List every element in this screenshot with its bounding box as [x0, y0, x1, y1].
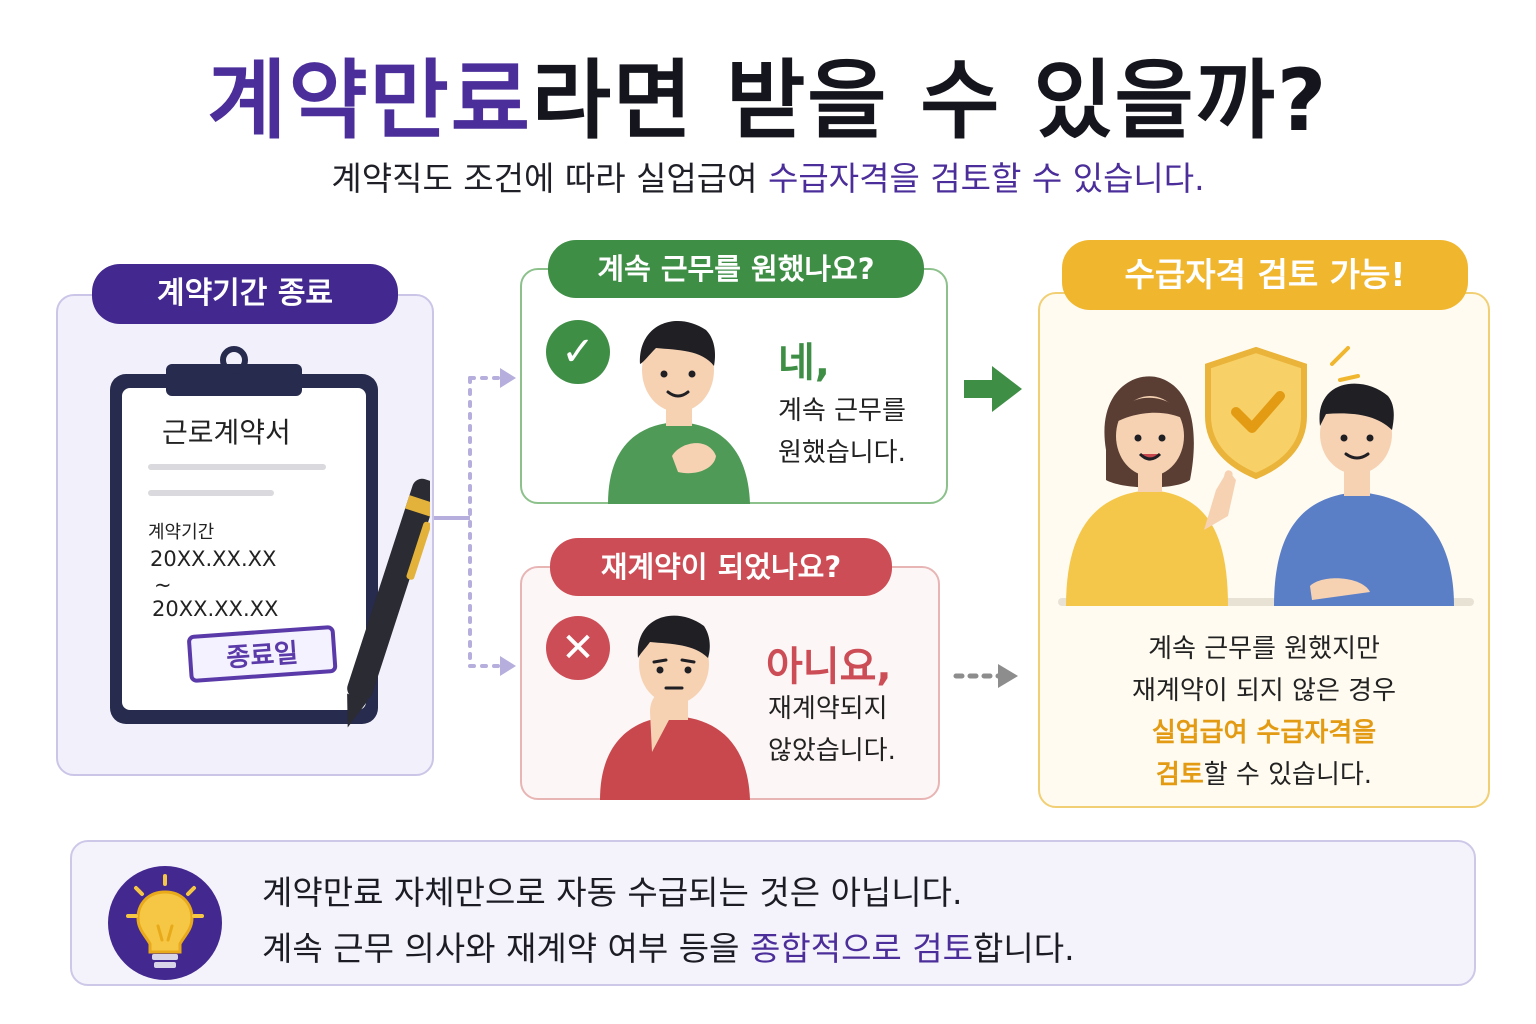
subtitle-highlight: 수급자격을 검토할 수 있습니다. — [768, 159, 1205, 198]
stamp-text: 종료일 — [225, 639, 299, 674]
consultation-illustration — [1058, 346, 1474, 606]
page-subtitle: 계약직도 조건에 따라 실업급여 수급자격을 검토할 수 있습니다. — [0, 152, 1536, 200]
eligibility-line4: 검토할 수 있습니다. — [1062, 754, 1466, 796]
note-line2-end: 합니다. — [973, 929, 1075, 968]
note-box — [70, 840, 1476, 986]
x-icon: ✕ — [546, 616, 610, 680]
yes-answer-line2: 원했습니다. — [778, 438, 906, 468]
end-date-stamp: 종료일 — [187, 625, 338, 683]
man-thinking-illustration — [600, 615, 750, 800]
no-answer: 아니요, — [766, 644, 892, 690]
title-highlight: 계약만료 — [207, 51, 532, 151]
continue-work-question: 계속 근무를 원했나요? — [548, 240, 924, 298]
arrow-to-yes — [500, 368, 516, 388]
date-end: 20XX.XX.XX — [152, 597, 278, 621]
yes-answer-line1: 계속 근무를 — [778, 396, 906, 426]
note-line1: 계약만료 자체만으로 자동 수급되는 것은 아닙니다. — [262, 873, 963, 912]
doc-title: 근로계약서 — [162, 416, 291, 449]
eligibility-line1: 계속 근무를 원했지만 — [1148, 634, 1380, 664]
note-line2-plain: 계속 근무 의사와 재계약 여부 등을 — [262, 929, 750, 968]
note-line2: 계속 근무 의사와 재계약 여부 등을 종합적으로 검토합니다. — [262, 922, 1075, 970]
shield-check-icon — [1205, 346, 1307, 480]
date-tilde: ~ — [154, 573, 172, 597]
eligibility-line4-rest: 할 수 있습니다. — [1203, 760, 1373, 790]
period-label: 계약기간 — [148, 522, 214, 543]
man-figure — [1274, 383, 1454, 606]
note-line2-highlight: 종합적으로 검토 — [749, 929, 973, 968]
eligibility-line3: 실업급여 수급자격을 — [1151, 718, 1377, 748]
green-arrow-icon — [964, 366, 1022, 412]
woman-figure — [1066, 376, 1236, 606]
clipboard-clip — [166, 364, 302, 396]
contract-end-label: 계약기간 종료 — [92, 264, 398, 324]
eligibility-line2: 재계약이 되지 않은 경우 — [1132, 676, 1396, 706]
gray-dotted-arrow-icon — [953, 664, 1018, 688]
pen-icon — [347, 478, 430, 728]
no-answer-line2: 않았습니다. — [768, 736, 896, 766]
yes-answer: 네, — [778, 340, 830, 386]
eligibility-text: 계속 근무를 원했지만 재계약이 되지 않은 경우 실업급여 수급자격을 검토할… — [1062, 628, 1466, 796]
no-answer-line1: 재계약되지 — [768, 694, 888, 724]
check-icon: ✓ — [546, 320, 610, 384]
eligibility-label: 수급자격 검토 가능! — [1062, 240, 1468, 310]
clipboard-illustration: 근로계약서 계약기간 20XX.XX.XX ~ 20XX.XX.XX 종료일 — [110, 346, 430, 728]
man-hand-on-chest-illustration — [608, 320, 750, 504]
page-title: 계약만료라면 받을 수 있을까? — [0, 30, 1536, 155]
title-rest: 라면 받을 수 있을까? — [531, 51, 1329, 151]
lightbulb-icon — [126, 874, 204, 968]
subtitle-plain: 계약직도 조건에 따라 실업급여 — [331, 159, 768, 198]
date-start: 20XX.XX.XX — [150, 547, 276, 571]
recontract-question: 재계약이 되었나요? — [550, 538, 892, 596]
eligibility-line4-highlight: 검토 — [1155, 760, 1204, 790]
arrow-to-no — [500, 656, 516, 676]
clipboard-ring — [220, 346, 248, 374]
